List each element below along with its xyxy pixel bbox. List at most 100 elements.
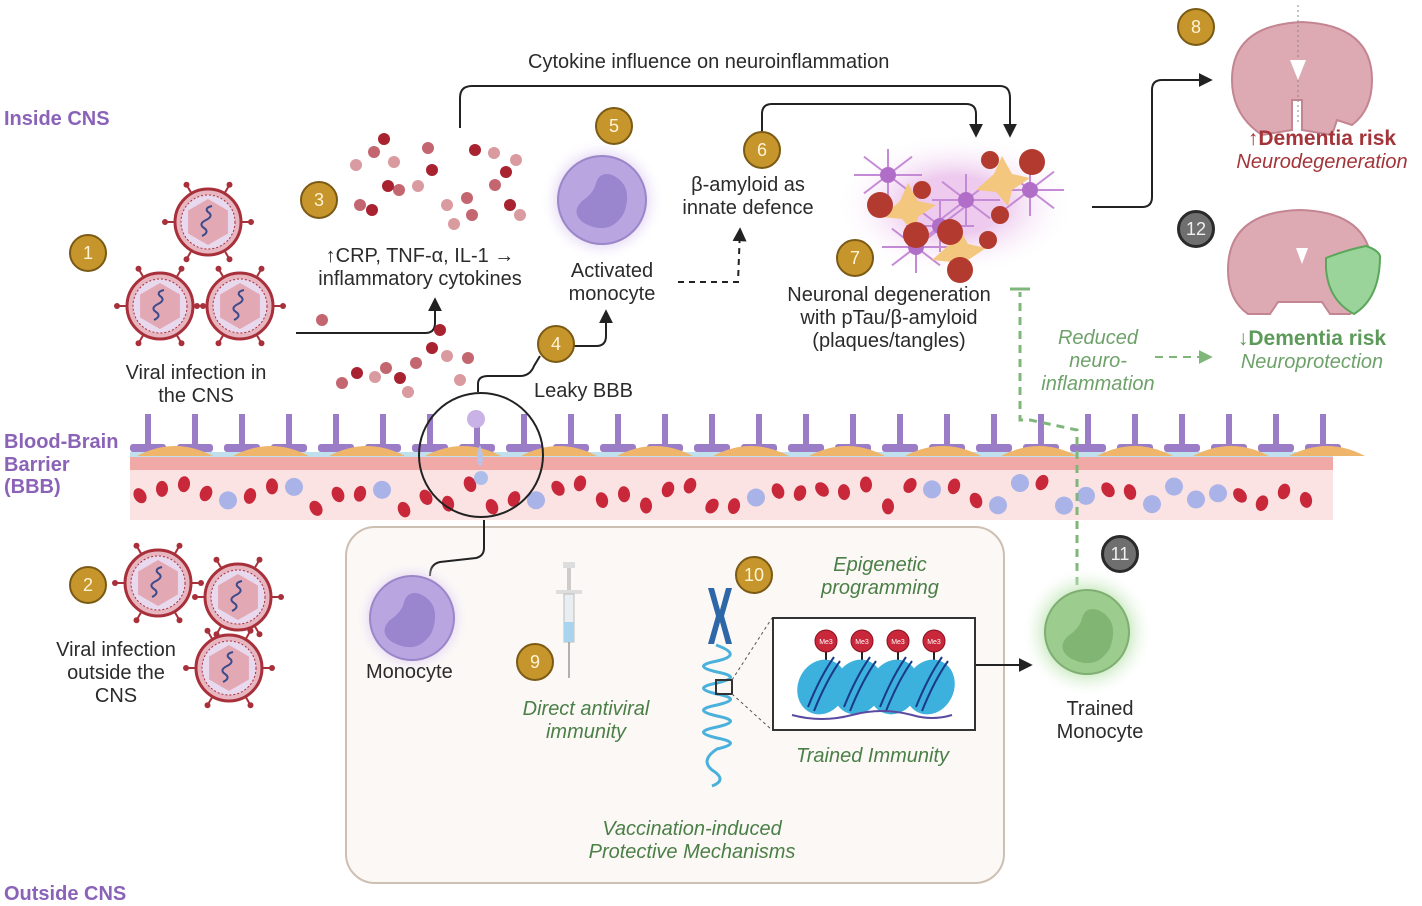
label-line: Neuronal degeneration	[787, 284, 991, 306]
label-line: Protective Mechanisms	[588, 841, 796, 863]
step-badge-7: 7	[836, 239, 874, 277]
red-blood-cell	[1123, 484, 1137, 500]
label-line: outside the	[67, 662, 165, 684]
label-line: Direct antiviral	[522, 698, 650, 720]
neuron	[958, 192, 974, 208]
chromosome-dna-icon	[702, 588, 773, 788]
step-badge-3: 3	[300, 181, 338, 219]
cytokine-dot	[412, 180, 424, 192]
step-5-label: Activated monocyte	[560, 260, 664, 306]
region-inside-cns: Inside CNS	[4, 108, 110, 130]
label-line: inflammation	[1041, 373, 1155, 395]
cytokine-dot	[422, 142, 434, 154]
trained-immunity-label: Trained Immunity	[796, 745, 950, 767]
region-bbb-line: Barrier	[4, 453, 70, 476]
white-blood-cell	[1165, 477, 1183, 496]
red-blood-cell	[903, 478, 917, 494]
label-line: Epigenetic	[833, 554, 927, 576]
shield-icon	[1325, 244, 1382, 316]
amyloid-plaque	[937, 219, 963, 245]
cytokine-dot	[378, 133, 390, 145]
white-blood-cell	[989, 496, 1007, 515]
cytokine-dot	[350, 159, 362, 171]
cytokine-dot	[402, 386, 414, 398]
pericyte	[233, 446, 309, 456]
pericyte	[1193, 446, 1269, 456]
cytokine-dot	[434, 324, 446, 336]
red-blood-cell	[793, 485, 807, 501]
label-line: neuro-	[1069, 350, 1127, 372]
protected-brain-icon	[1226, 208, 1382, 316]
step-badge-12: 12	[1177, 210, 1215, 248]
label-line: with pTau/β-amyloid	[800, 307, 978, 329]
astrocyte	[932, 226, 986, 276]
red-blood-cell	[969, 492, 983, 509]
label-line: β-amyloid as	[691, 174, 805, 196]
cytokine-dot	[366, 204, 378, 216]
region-bbb-line: (BBB)	[4, 476, 61, 499]
arrow-neurons-to-dementia	[1092, 73, 1213, 208]
pericyte	[1001, 446, 1077, 456]
step-12-label: ↓Dementia risk Neuroprotection	[1220, 327, 1404, 374]
cytokine-dot	[410, 357, 422, 369]
neuron-plaque-cluster-icon	[835, 133, 1075, 283]
label-line: Trained	[1066, 698, 1134, 720]
virus-icon	[192, 556, 284, 638]
white-blood-cell	[747, 488, 765, 507]
cytokine-dot	[382, 180, 394, 192]
histone-methyl-mark	[886, 629, 910, 653]
label-line: Monocyte	[1056, 721, 1144, 743]
red-blood-cell	[881, 498, 895, 515]
white-blood-cell	[923, 480, 941, 499]
step-4-label: Leaky BBB	[534, 380, 633, 402]
red-blood-cell	[639, 497, 653, 514]
white-blood-cell	[527, 491, 545, 510]
red-blood-cell	[1255, 495, 1269, 511]
red-blood-cell	[683, 477, 697, 494]
red-blood-cell	[133, 488, 147, 504]
cytokine-dot	[369, 371, 381, 383]
label-line: programming	[821, 577, 939, 599]
cytokine-dot	[510, 154, 522, 166]
red-blood-cell	[419, 489, 433, 505]
cytokine-dot	[448, 218, 460, 230]
region-outside-cns: Outside CNS	[4, 883, 127, 905]
histone-methyl-mark	[922, 629, 946, 653]
cytokine-particles	[316, 133, 526, 398]
red-blood-cell	[1233, 488, 1247, 503]
amyloid-plaque	[913, 181, 931, 199]
step-3-label: ↑CRP, TNF-α, IL-1 → inflammatory cytokin…	[298, 245, 542, 291]
step-6-label: β-amyloid as innate defence	[666, 174, 830, 220]
cytokine-dot	[461, 192, 473, 204]
step-badge-4: 4	[537, 325, 575, 363]
amyloid-plaque	[981, 151, 999, 169]
dna-linker	[791, 710, 953, 720]
cytokine-dot	[489, 179, 501, 191]
red-blood-cell	[551, 480, 565, 496]
red-blood-cell	[771, 483, 785, 499]
label-line: the CNS	[158, 385, 234, 407]
arrow-leaky-to-monocyte	[574, 309, 613, 347]
step-badge-5: 5	[595, 107, 633, 145]
cytokine-dot	[394, 372, 406, 384]
amyloid-plaque	[1019, 149, 1045, 175]
red-blood-cell	[463, 476, 477, 493]
cytokine-dot	[351, 367, 363, 379]
white-blood-cell	[1143, 495, 1161, 514]
neurodegeneration-label: Neurodegeneration	[1236, 151, 1408, 174]
trained-monocyte-icon	[1021, 566, 1153, 698]
white-blood-cell	[1011, 474, 1029, 493]
step-badge-10: 10	[735, 556, 773, 594]
dna-strand	[702, 643, 732, 788]
astrocyte	[976, 156, 1030, 206]
histone-methyl-mark	[814, 629, 838, 653]
red-blood-cell	[573, 475, 587, 492]
red-blood-cell	[507, 491, 521, 507]
pericyte	[809, 446, 885, 456]
step-badge-8: 8	[1177, 8, 1215, 46]
cytokine-dot	[441, 350, 453, 362]
me3-label: Me3	[819, 639, 833, 646]
virus-icon	[183, 627, 275, 709]
